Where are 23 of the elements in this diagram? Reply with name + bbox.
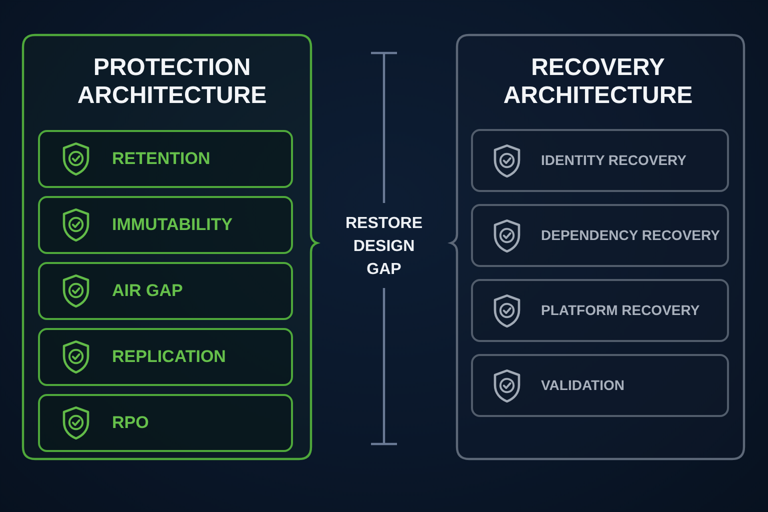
feature-card [471,129,729,192]
feature-card [471,204,729,267]
item-label: IDENTITY RECOVERY [541,152,686,169]
panel-title: PROTECTION ARCHITECTURE [76,54,268,110]
architecture-panel [450,34,745,460]
panel-title: RECOVERY ARCHITECTURE [502,54,694,110]
item-label: RPO [112,412,149,434]
item-label: AIR GAP [112,280,183,302]
feature-card [38,394,293,452]
feature-card [38,328,293,386]
feature-card [38,130,293,188]
feature-card [471,279,729,342]
feature-card [38,262,293,320]
feature-card [38,196,293,254]
item-label: IMMUTABILITY [112,214,233,236]
item-label: REPLICATION [112,346,226,368]
architecture-panel [22,34,318,460]
item-label: RETENTION [112,148,210,170]
item-label: DEPENDENCY RECOVERY [541,227,720,244]
gap-label: RESTORE DESIGN GAP [344,214,424,280]
item-label: VALIDATION [541,377,624,394]
item-label: PLATFORM RECOVERY [541,302,700,319]
feature-card [471,354,729,417]
